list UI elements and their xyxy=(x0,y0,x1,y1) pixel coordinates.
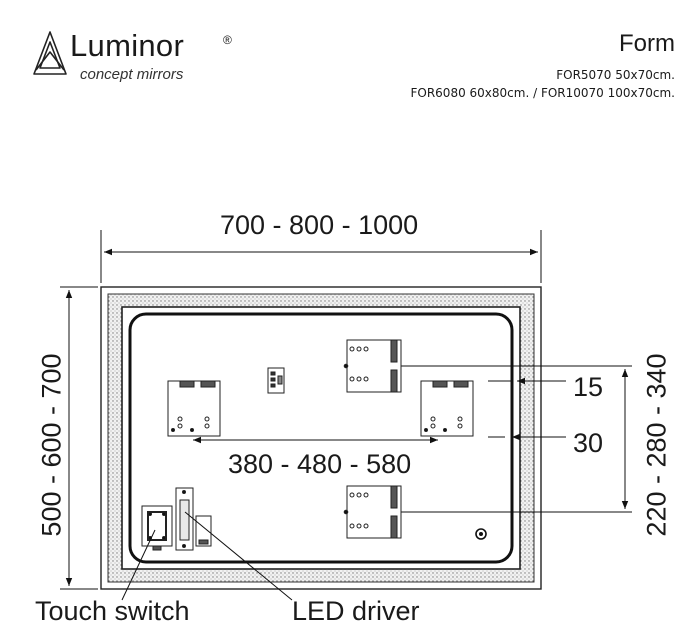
led-driver-label: LED driver xyxy=(292,596,420,626)
height-dimension-label: 500 - 600 - 700 xyxy=(36,353,67,537)
model-title: Form xyxy=(619,30,675,57)
bracket-top xyxy=(343,339,402,393)
offset-bottom-label: 30 xyxy=(573,428,604,458)
touch-switch-module xyxy=(141,505,173,551)
inner-height-dimension-label: 220 - 280 - 340 xyxy=(641,353,672,537)
inner-width-dimension-label: 380 - 480 - 580 xyxy=(228,449,412,479)
callout-leaders xyxy=(121,511,293,601)
bracket-left xyxy=(167,380,221,437)
height-dimension xyxy=(60,286,98,590)
bracket-bottom xyxy=(343,485,402,539)
connector-block xyxy=(267,367,285,394)
width-dimension-label: 700 - 800 - 1000 xyxy=(220,210,419,240)
model-size-line-1: FOR5070 50x70cm. xyxy=(556,68,675,82)
offset-arrows xyxy=(488,377,566,441)
width-dimension xyxy=(100,230,542,283)
offset-top-label: 15 xyxy=(573,372,604,402)
brand-tagline: concept mirrors xyxy=(80,66,184,83)
led-driver-module xyxy=(175,487,212,551)
bracket-right xyxy=(420,380,474,437)
touch-switch-label: Touch switch xyxy=(35,596,190,626)
luminor-logo-icon xyxy=(33,31,67,75)
sensor-button xyxy=(475,528,487,540)
model-size-line-2: FOR6080 60x80cm. / FOR10070 100x70cm. xyxy=(410,86,675,100)
brand-name: Luminor xyxy=(70,28,185,63)
registered-mark: ® xyxy=(223,33,232,47)
